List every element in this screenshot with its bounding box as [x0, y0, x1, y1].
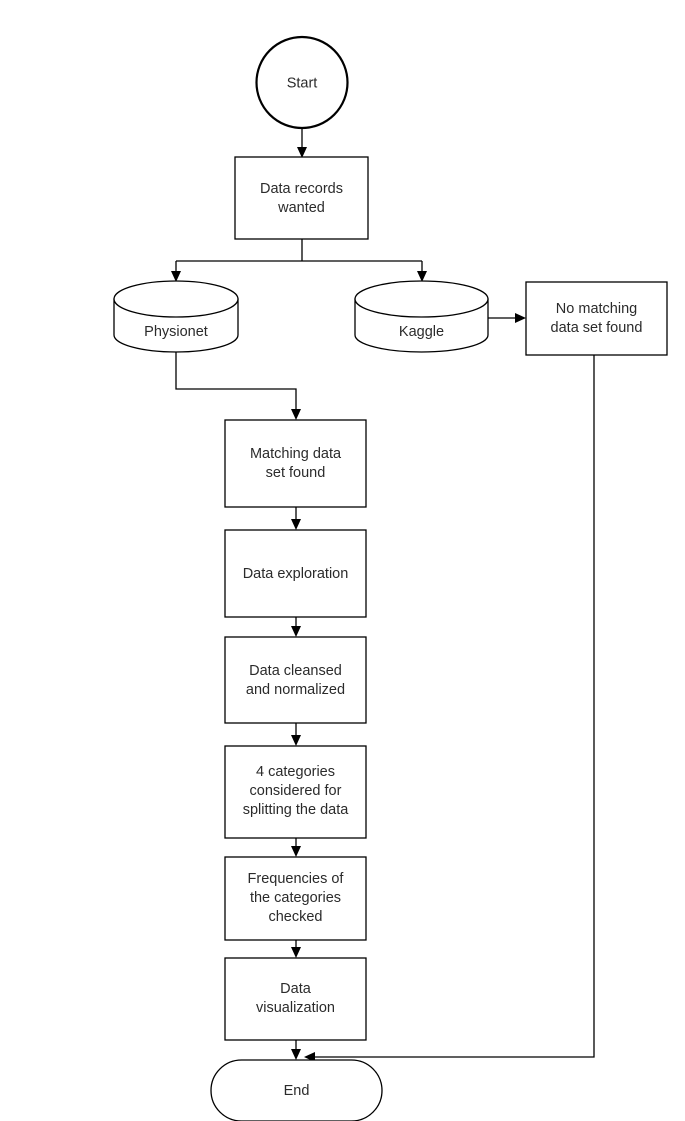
edge-records-to-databases [171, 239, 427, 282]
node-end-label: End [284, 1083, 310, 1099]
node-data-records-wanted[interactable]: Data records wanted [234, 156, 369, 240]
edge-exploration-to-cleansed [291, 617, 301, 637]
node-no-matching-label-line1: No matching [556, 301, 637, 317]
node-data-visualization-label-line2: visualization [256, 1000, 335, 1016]
edge-categories-to-frequencies [291, 838, 301, 857]
node-no-matching-label-line2: data set found [551, 320, 643, 336]
node-data-cleansed-label-line2: and normalized [246, 682, 345, 698]
node-data-records-wanted-label-line2: wanted [277, 200, 325, 216]
node-no-matching-data-set-found[interactable]: No matching data set found [525, 281, 668, 356]
edge-frequencies-to-visualization [291, 940, 301, 958]
node-four-categories-label-line1: 4 categories [256, 764, 335, 780]
edge-cleansed-to-categories [291, 723, 301, 746]
node-end[interactable]: End [210, 1059, 383, 1121]
node-physionet-label: Physionet [144, 324, 208, 340]
node-kaggle-label: Kaggle [399, 324, 444, 340]
node-frequencies[interactable]: Frequencies of the categories checked [224, 856, 367, 941]
node-four-categories-label-line3: splitting the data [243, 802, 350, 818]
node-start[interactable]: Start [255, 35, 349, 130]
node-data-exploration[interactable]: Data exploration [224, 529, 367, 618]
edge-physionet-to-matching [175, 352, 301, 420]
node-kaggle[interactable]: Kaggle [354, 280, 489, 353]
node-matching-found-label-line2: set found [266, 465, 326, 481]
node-data-visualization-label-line1: Data [280, 981, 312, 997]
node-frequencies-label-line1: Frequencies of [248, 871, 345, 887]
node-physionet[interactable]: Physionet [113, 280, 239, 353]
node-frequencies-label-line2: the categories [250, 890, 341, 906]
node-four-categories-label-line2: considered for [250, 783, 342, 799]
node-data-exploration-label: Data exploration [243, 566, 349, 582]
edge-start-to-records [297, 127, 307, 158]
edge-kaggle-to-no-matching [488, 313, 526, 323]
edge-visualization-to-end [291, 1040, 301, 1060]
node-data-cleansed-label-line1: Data cleansed [249, 663, 342, 679]
node-matching-found-label-line1: Matching data [250, 446, 342, 462]
node-four-categories[interactable]: 4 categories considered for splitting th… [224, 745, 367, 839]
node-frequencies-label-line3: checked [268, 909, 322, 925]
node-matching-data-set-found[interactable]: Matching data set found [224, 419, 367, 508]
edge-matching-to-exploration [291, 507, 301, 530]
node-data-records-wanted-label-line1: Data records [260, 181, 343, 197]
node-data-visualization[interactable]: Data visualization [224, 957, 367, 1041]
node-start-label: Start [287, 75, 318, 91]
node-data-cleansed[interactable]: Data cleansed and normalized [224, 636, 367, 724]
